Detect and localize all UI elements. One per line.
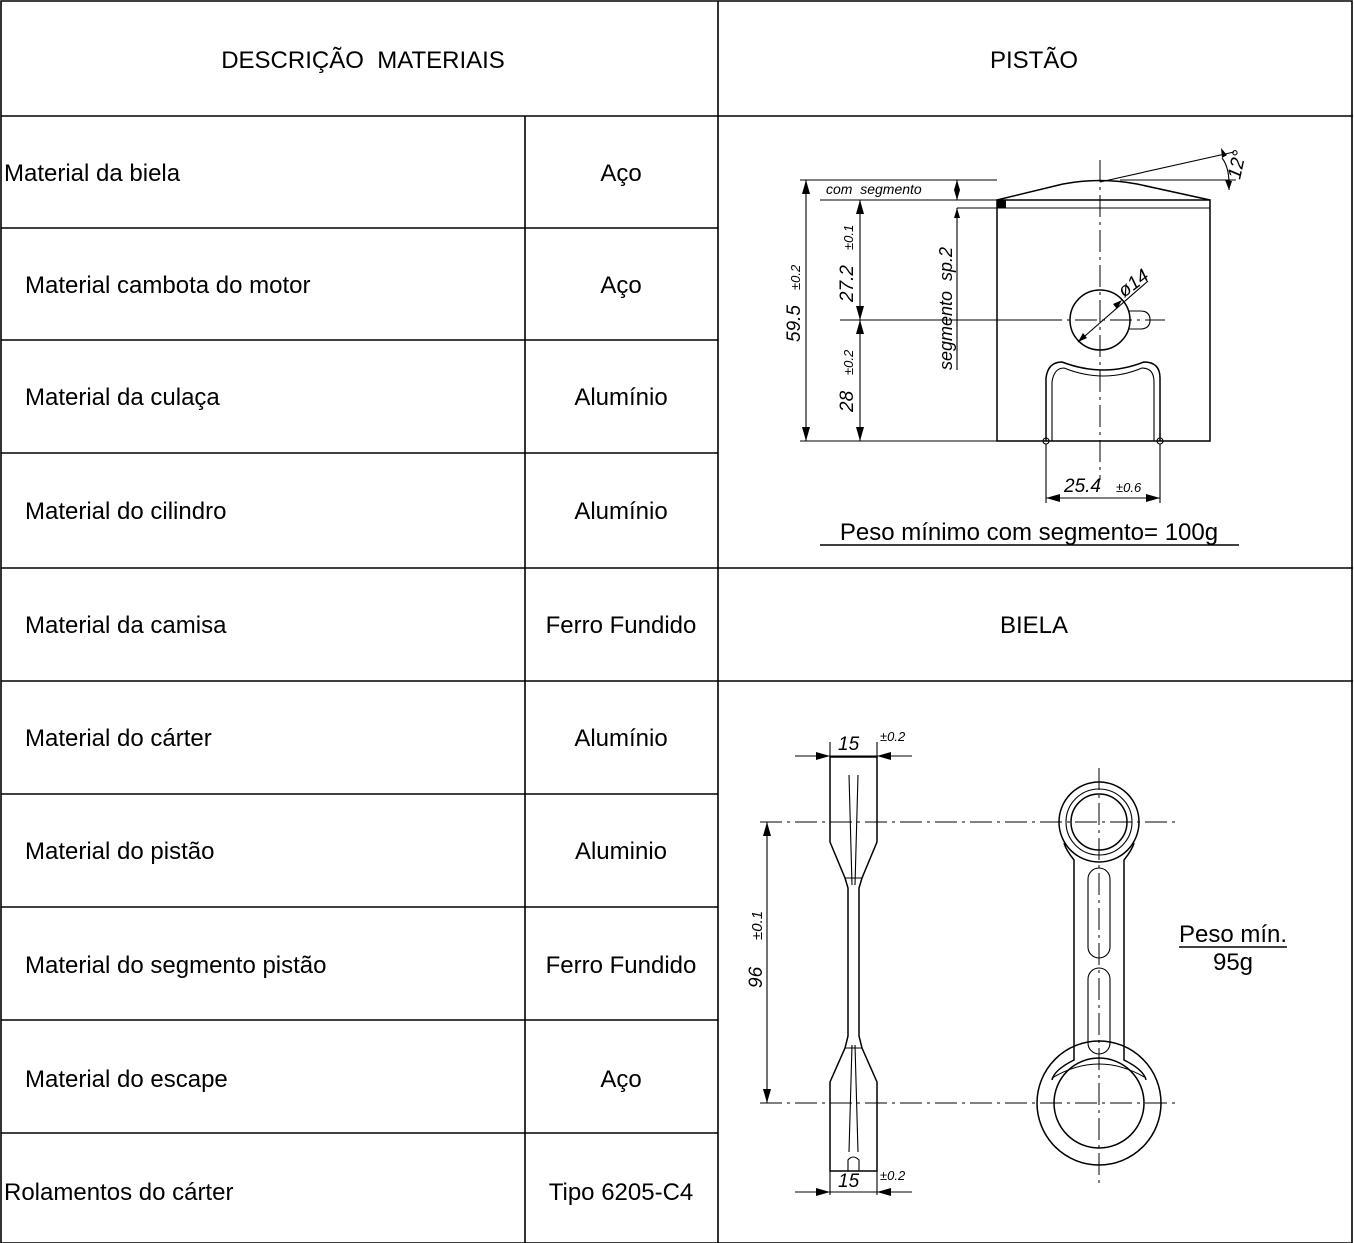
rod-big-end-outer <box>1037 1041 1161 1165</box>
rod-front-outline <box>1052 843 1146 1080</box>
arrow-icon <box>763 822 771 836</box>
material-value: Aço <box>600 160 641 187</box>
table-row: Material da culaça Alumínio <box>25 384 668 411</box>
arrow-icon <box>1225 180 1232 190</box>
arrow-icon <box>954 190 960 200</box>
material-value: Alumínio <box>574 725 667 752</box>
rod-side-notch <box>848 1157 859 1171</box>
material-value: Tipo 6205-C4 <box>549 1179 694 1206</box>
material-value: Alumínio <box>574 498 667 525</box>
label-segmento: segmento sp.2 <box>936 247 956 370</box>
table-row: Material da biela Aço <box>4 160 642 187</box>
material-label: Material do escape <box>25 1066 228 1093</box>
rod-lightening-slot <box>1088 968 1110 1054</box>
material-label: Material da biela <box>4 160 181 187</box>
piston-crown <box>997 181 1210 201</box>
table-row: Material do cilindro Alumínio <box>25 498 668 525</box>
dim-bottom-tol: ±0.2 <box>841 349 856 375</box>
arrow-icon <box>954 208 960 218</box>
dim-top-tol: ±0.1 <box>841 225 856 250</box>
table-row: Material do escape Aço <box>25 1066 642 1093</box>
rod-big-end-shoulder <box>1052 1064 1146 1078</box>
material-label: Material da camisa <box>25 612 227 639</box>
rod-side-view <box>830 757 877 1171</box>
arrow-icon <box>856 320 864 334</box>
connecting-rod-drawing: 15 ±0.2 15 ±0.2 96 ±0.1 Peso mín. 95g <box>746 729 1287 1196</box>
skirt-inner-line <box>1052 368 1154 441</box>
piston-drawing: ø14 12° 59.5 ±0.2 27.2 ±0.1 28 ±0.2 com … <box>784 148 1251 546</box>
arrow-icon <box>802 427 810 441</box>
arrow-icon <box>816 752 830 760</box>
dim-total-tol: ±0.2 <box>788 264 803 290</box>
dim-total-height: 59.5 <box>784 305 805 342</box>
material-value: Alumínio <box>574 384 667 411</box>
rod-small-end-outer <box>1059 782 1139 862</box>
dim-skirt-width: 25.4 <box>1063 476 1101 497</box>
arrow-icon <box>802 180 810 194</box>
dim-diameter: ø14 <box>1114 266 1153 302</box>
arrow-icon <box>856 200 864 214</box>
arrow-icon <box>1146 494 1160 502</box>
piston-skirt-cutout <box>1046 362 1160 441</box>
arrow-icon <box>877 1188 891 1196</box>
table-row: Material cambota do motor Aço <box>25 272 642 299</box>
material-value: Aço <box>600 1066 641 1093</box>
material-value: Ferro Fundido <box>546 612 697 639</box>
arrow-icon <box>877 752 891 760</box>
arrow-icon <box>856 427 864 441</box>
table-row: Material do cárter Alumínio <box>25 725 668 752</box>
rod-side-taper <box>849 775 858 885</box>
material-label: Material do cárter <box>25 725 212 752</box>
rod-lightening-slot <box>1088 868 1110 958</box>
table-row: Material do pistão Aluminio <box>25 838 667 865</box>
dim-skirt-tol: ±0.6 <box>1116 480 1142 495</box>
rod-big-end-bore <box>1054 1058 1144 1148</box>
arrow-icon <box>856 306 864 320</box>
material-value: Aluminio <box>575 838 667 865</box>
dim-rod-top-width: 15 <box>838 734 860 755</box>
dim-top-height: 27.2 <box>837 265 858 303</box>
material-value: Ferro Fundido <box>546 952 697 979</box>
arrow-icon <box>1078 333 1087 342</box>
table-row: Material do segmento pistão Ferro Fundid… <box>25 952 696 979</box>
piston-weight-caption: Peso mínimo com segmento= 100g <box>840 519 1218 546</box>
dim-rod-bottom-tol: ±0.2 <box>880 1168 906 1183</box>
rod-small-end-bore <box>1071 794 1127 850</box>
material-value: Aço <box>600 272 641 299</box>
dim-rod-length-tol: ±0.1 <box>749 911 766 940</box>
rod-small-end-ring <box>1066 789 1132 855</box>
dim-bottom-height: 28 <box>837 390 858 413</box>
dim-rod-bottom-width: 15 <box>838 1171 860 1192</box>
label-com-segmento: com segmento <box>826 181 922 197</box>
material-label: Material do pistão <box>25 838 214 865</box>
dim-rod-top-tol: ±0.2 <box>880 729 906 744</box>
table-row: Material da camisa Ferro Fundido <box>25 612 696 639</box>
materials-table: Material da biela Aço Material cambota d… <box>4 160 696 1206</box>
rod-weight-label: Peso mín. <box>1179 921 1287 948</box>
header-materials: DESCRIÇÃO MATERIAIS <box>221 47 505 74</box>
material-label: Rolamentos do cárter <box>4 1179 233 1206</box>
arrow-icon <box>1113 300 1122 309</box>
material-label: Material cambota do motor <box>25 272 310 299</box>
dim-rod-length: 96 <box>746 966 767 988</box>
arrow-icon <box>816 1188 830 1196</box>
header-biela: BIELA <box>1000 612 1068 639</box>
arrow-icon <box>1221 148 1227 158</box>
angle-leader <box>1100 152 1234 182</box>
header-piston: PISTÃO <box>990 47 1078 74</box>
arrow-icon <box>1046 494 1060 502</box>
arrow-icon <box>954 180 960 190</box>
rod-weight-value: 95g <box>1213 949 1253 976</box>
diameter-leader <box>1078 281 1148 342</box>
material-label: Material da culaça <box>25 384 220 411</box>
arrow-icon <box>763 1089 771 1103</box>
material-label: Material do cilindro <box>25 498 226 525</box>
rod-side-taper <box>849 1045 858 1152</box>
table-row: Rolamentos do cárter Tipo 6205-C4 <box>4 1179 693 1206</box>
ring-segment-mark <box>997 200 1006 208</box>
material-label: Material do segmento pistão <box>25 952 327 979</box>
